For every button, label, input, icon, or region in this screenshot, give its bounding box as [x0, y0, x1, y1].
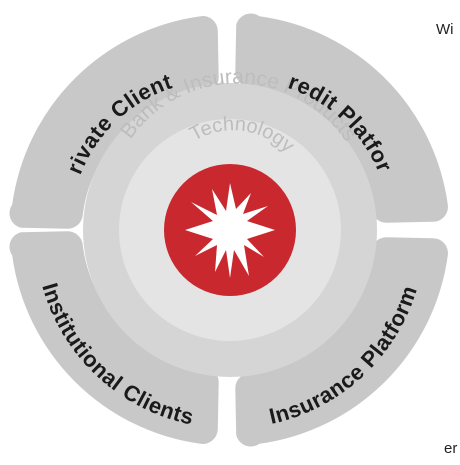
cropped-text-bottom: er: [444, 440, 458, 457]
cropped-text-top: Wi: [436, 21, 454, 38]
starburst-icon: [185, 183, 275, 278]
segment-credit-platform[interactable]: [235, 13, 448, 223]
segment-private-clients[interactable]: [9, 16, 219, 229]
segment-ring: [9, 13, 448, 447]
segment-insurance-platform[interactable]: [235, 237, 448, 447]
segment-institutional-clients[interactable]: [9, 231, 219, 444]
